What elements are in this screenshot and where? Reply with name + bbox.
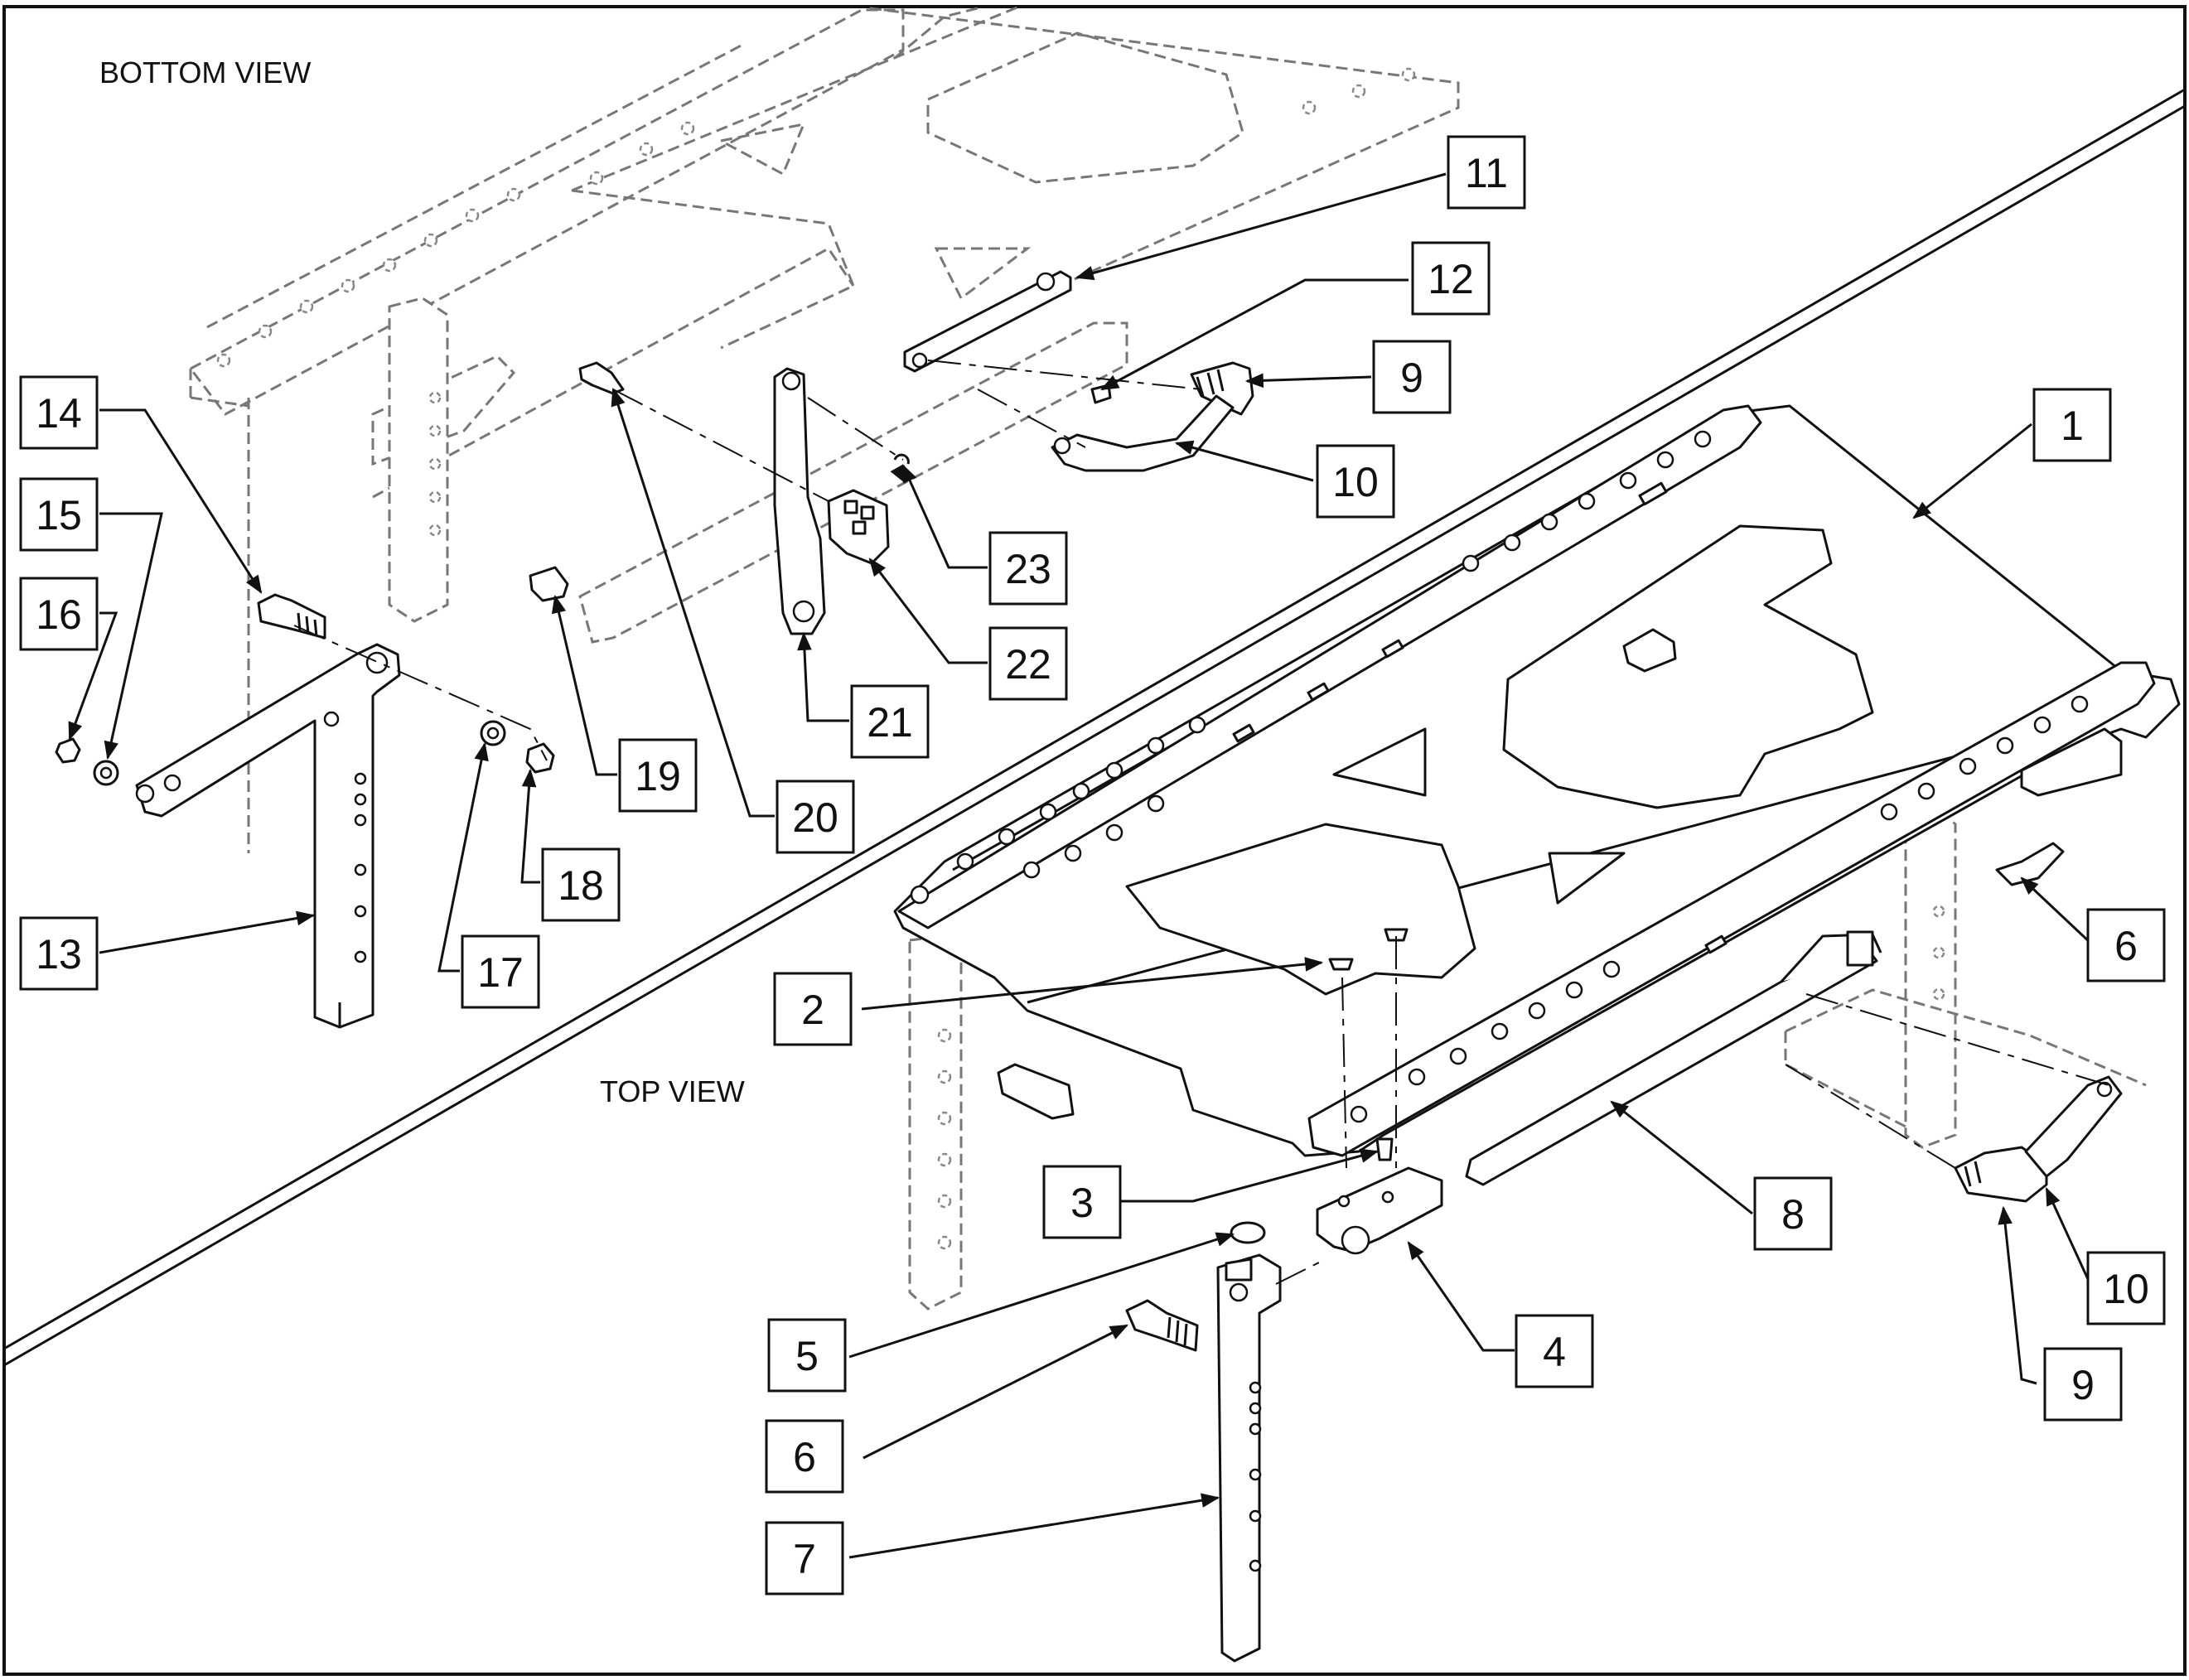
callout-15: 15 [19,477,99,552]
part-9-knob-right [1954,1146,2048,1203]
svg-text:14: 14 [36,390,82,437]
part-11-plate [903,270,1072,373]
svg-text:19: 19 [635,753,681,799]
svg-text:20: 20 [792,794,838,841]
part-16-nut [55,737,81,764]
view-divider [3,88,2186,1367]
svg-text:23: 23 [1005,546,1051,592]
callout-5: 5 [767,1318,847,1393]
rail-holes [910,430,2089,1123]
callout-16: 16 [19,577,99,651]
svg-text:9: 9 [1400,355,1423,401]
callout-20: 20 [776,780,855,854]
part-21-link-arm [773,367,826,635]
svg-text:17: 17 [477,949,524,996]
svg-text:21: 21 [867,699,913,746]
callout-23: 23 [988,531,1068,606]
part-1-front-rail [1307,661,2156,1157]
svg-text:10: 10 [2103,1266,2149,1312]
top-view-heading: TOP VIEW [600,1074,745,1108]
part-12-screw [1090,384,1112,404]
part-5-cap [1230,1221,1266,1244]
top-view-parts [893,404,2181,1663]
callout-19: 19 [618,738,698,813]
callout-12: 12 [1411,241,1491,316]
svg-text:6: 6 [793,1434,816,1480]
bottom-view-frame-ghost [188,5,1460,853]
part-10-lever-right [2024,1075,2123,1178]
part-23-clip [893,453,910,465]
callout-14: 14 [19,375,99,450]
callout-1: 1 [2032,388,2112,462]
part-4-clamp [1316,1166,1443,1253]
part-6-bolt-right [1995,842,2065,886]
leader-lines [68,172,2094,1559]
svg-text:13: 13 [36,931,82,978]
svg-text:22: 22 [1005,641,1051,688]
part-20-pin [578,361,625,395]
svg-text:15: 15 [36,492,82,538]
callout-6b: 6 [2086,908,2166,982]
svg-text:11: 11 [1465,150,1508,196]
svg-text:4: 4 [1543,1329,1566,1375]
callout-7: 7 [765,1521,844,1596]
callout-9a: 9 [1372,340,1452,414]
svg-text:10: 10 [1332,459,1379,505]
callouts: 1 2 3 4 5 6 6 7 8 9 9 10 10 11 12 13 14 … [19,135,2166,1596]
part-18-nut [525,742,555,774]
svg-text:5: 5 [795,1333,819,1379]
callout-21: 21 [850,684,930,759]
svg-text:9: 9 [2071,1362,2095,1408]
callout-10a: 10 [1316,444,1395,519]
callout-2: 2 [773,972,853,1046]
svg-text:1: 1 [2061,403,2084,449]
svg-text:3: 3 [1070,1180,1094,1226]
callout-18: 18 [541,847,621,922]
svg-text:6: 6 [2114,923,2138,969]
bottom-view-heading: BOTTOM VIEW [99,56,311,89]
part-1-seat-plate [893,404,2181,1157]
part-6-bolt [1125,1299,1199,1352]
part-1-rear-rail [897,404,1762,929]
part-3-screw [1375,1137,1394,1161]
part-7-leg [1216,1253,1282,1663]
callout-17: 17 [461,934,540,1009]
svg-text:8: 8 [1781,1191,1805,1238]
part-19-bushing [529,566,569,602]
svg-text:12: 12 [1428,256,1474,302]
bottom-view-parts [55,270,1254,1029]
svg-text:2: 2 [801,987,824,1033]
svg-text:16: 16 [36,591,82,638]
callout-4: 4 [1515,1314,1594,1388]
part-2-screw [1328,958,1354,971]
svg-text:18: 18 [558,862,604,909]
part-13-bracket [135,643,401,1029]
svg-text:7: 7 [793,1536,816,1582]
part-10-lever [1051,394,1235,472]
callout-22: 22 [988,626,1068,701]
drawing-frame [2,5,2187,1676]
callout-6a: 6 [765,1419,844,1494]
callout-10b: 10 [2086,1251,2166,1325]
callout-8: 8 [1753,1176,1833,1251]
callout-11: 11 [1447,135,1526,210]
callout-13: 13 [19,916,99,991]
callout-9b: 9 [2043,1347,2123,1422]
callout-3: 3 [1042,1165,1122,1239]
